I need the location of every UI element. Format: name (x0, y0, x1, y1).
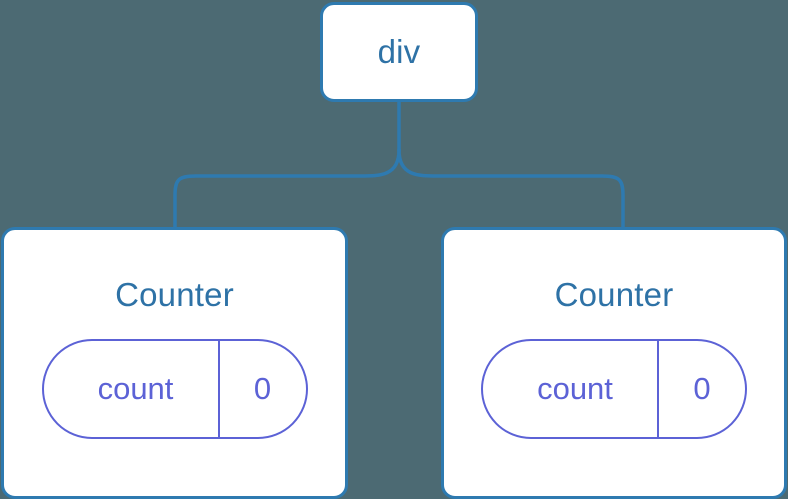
node-div-label: div (377, 33, 421, 70)
node-div[interactable]: div (320, 2, 478, 102)
state-pill-right[interactable]: count 0 (481, 339, 747, 439)
edge-root-to-child-right (397, 148, 625, 231)
edge-root-to-child-left (173, 148, 401, 231)
state-key-right: count (537, 371, 613, 406)
node-counter-left[interactable]: Counter count 0 (1, 227, 348, 499)
state-value-left: 0 (217, 341, 306, 437)
state-value-right: 0 (657, 341, 745, 437)
node-counter-right-label: Counter (554, 276, 674, 313)
state-key-left: count (97, 371, 174, 406)
node-counter-right[interactable]: Counter count 0 (441, 227, 787, 499)
node-counter-left-label: Counter (115, 276, 234, 313)
state-pill-left[interactable]: count 0 (41, 339, 308, 439)
